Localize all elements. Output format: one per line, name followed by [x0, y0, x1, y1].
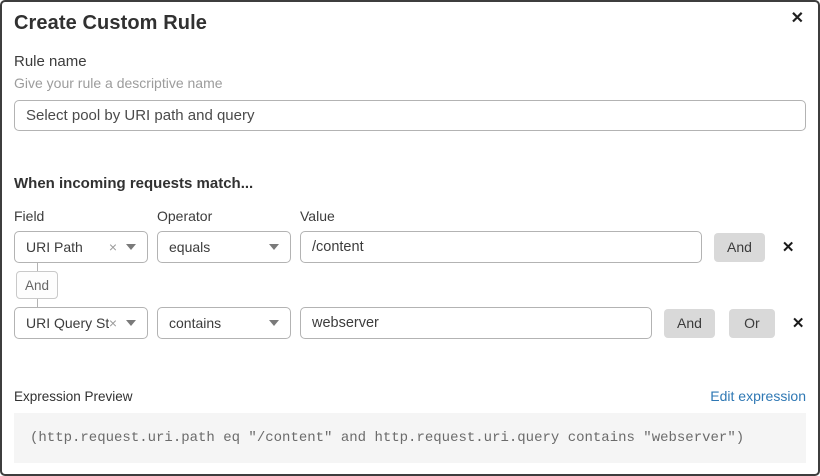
operator-select-row2[interactable]: contains — [157, 307, 291, 339]
delete-row-icon[interactable]: ✕ — [791, 314, 805, 332]
chevron-down-icon — [269, 320, 279, 326]
rule-name-hint: Give your rule a descriptive name — [14, 75, 223, 91]
and-button-row2[interactable]: And — [664, 308, 715, 338]
field-select-value: URI Path — [26, 239, 83, 255]
field-select-value: URI Query St... — [26, 315, 109, 331]
value-input-row1[interactable] — [300, 231, 702, 263]
matcher-section: When incoming requests match... Field Op… — [14, 175, 806, 339]
and-button-row1[interactable]: And — [714, 232, 765, 262]
rule-name-section: Rule name Give your rule a descriptive n… — [14, 53, 806, 131]
edit-expression-link[interactable]: Edit expression — [710, 388, 806, 404]
operator-select-value: equals — [169, 239, 211, 255]
operator-select-row1[interactable]: equals — [157, 231, 291, 263]
operator-column-label: Operator — [157, 208, 213, 224]
chevron-down-icon — [126, 244, 136, 250]
field-column-label: Field — [14, 208, 45, 224]
expression-header: Expression Preview Edit expression — [14, 388, 806, 404]
matcher-column-labels: Field Operator Value — [14, 208, 806, 224]
connector-line — [37, 263, 38, 271]
value-column-label: Value — [300, 208, 335, 224]
matcher-heading: When incoming requests match... — [14, 175, 254, 192]
delete-row-icon[interactable]: ✕ — [781, 238, 795, 256]
chevron-down-icon — [269, 244, 279, 250]
clear-icon[interactable]: × — [108, 315, 117, 331]
expression-preview-label: Expression Preview — [14, 389, 133, 404]
field-select-row1[interactable]: URI Path × — [14, 231, 148, 263]
expression-section: Expression Preview Edit expression (http… — [14, 388, 806, 463]
row-connector: And — [14, 263, 806, 307]
operator-select-value: contains — [169, 315, 222, 331]
match-row: URI Path × equals And ✕ — [14, 231, 806, 263]
clear-icon[interactable]: × — [108, 239, 117, 255]
expression-preview-code: (http.request.uri.path eq "/content" and… — [14, 413, 806, 463]
rule-name-input[interactable] — [14, 100, 806, 131]
field-select-row2[interactable]: URI Query St... × — [14, 307, 148, 339]
connector-line — [37, 299, 38, 307]
rule-name-label: Rule name — [14, 53, 87, 70]
close-icon[interactable]: ✕ — [787, 9, 808, 29]
or-button-row2[interactable]: Or — [728, 308, 775, 338]
match-row: URI Query St... × contains And Or ✕ — [14, 307, 806, 339]
connector-and-chip: And — [16, 271, 58, 299]
page-title: Create Custom Rule — [14, 12, 207, 34]
value-input-row2[interactable] — [300, 307, 652, 339]
chevron-down-icon — [126, 320, 136, 326]
